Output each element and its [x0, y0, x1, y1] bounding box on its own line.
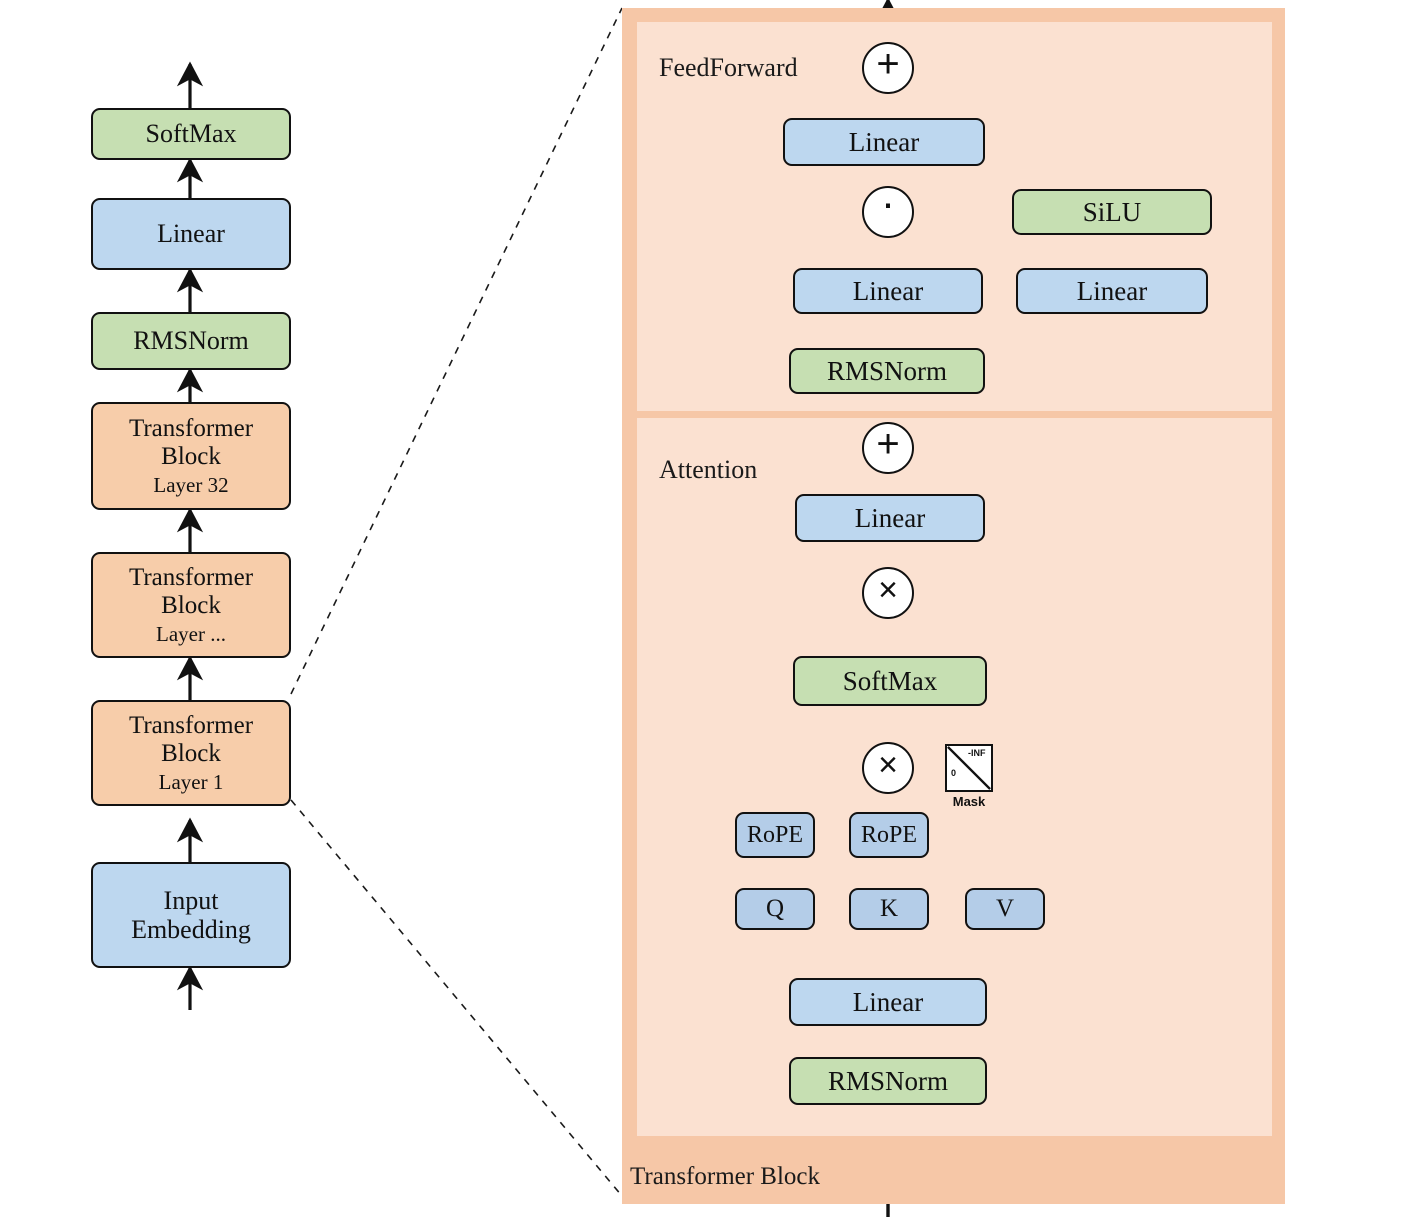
multiply-icon: × [878, 746, 898, 784]
attn-rope-k[interactable]: RoPE [849, 812, 929, 858]
attention-matmul-av-op[interactable]: × [862, 567, 914, 619]
left-node-label: Linear [157, 219, 225, 249]
ff-up-linear[interactable]: Linear [793, 268, 983, 314]
mask-upper-value: -INF [968, 748, 986, 758]
multiply-icon: × [878, 571, 898, 609]
node-label: SiLU [1082, 196, 1142, 227]
node-label: K [879, 895, 899, 922]
attn-v[interactable]: V [965, 888, 1045, 930]
attn-qkv-linear[interactable]: Linear [789, 978, 987, 1026]
left-node-rmsnorm[interactable]: RMSNorm [91, 312, 291, 370]
left-node-sublabel: Layer 1 [158, 769, 224, 794]
feedforward-multiply-op[interactable]: · [862, 182, 914, 238]
attention-matmul-qk-op[interactable]: × [862, 742, 914, 794]
attn-out-linear[interactable]: Linear [795, 494, 985, 542]
node-label: Linear [852, 986, 924, 1017]
mask-caption: Mask [952, 794, 986, 809]
node-label: Q [765, 895, 785, 922]
left-node-linear[interactable]: Linear [91, 198, 291, 270]
attn-rmsnorm[interactable]: RMSNorm [789, 1057, 987, 1105]
node-label: RMSNorm [826, 355, 948, 386]
node-label: Linear [1076, 275, 1148, 306]
ff-out-linear[interactable]: Linear [783, 118, 985, 166]
left-node-label: RMSNorm [133, 326, 249, 356]
ff-gate-linear[interactable]: Linear [1016, 268, 1208, 314]
node-label: V [995, 895, 1015, 922]
left-node-label: Transformer Block [128, 711, 254, 767]
left-node-label: SoftMax [145, 119, 237, 149]
left-node-softmax[interactable]: SoftMax [91, 108, 291, 160]
left-node-input-embedding[interactable]: Input Embedding [91, 862, 291, 968]
mask-icon[interactable] [945, 744, 993, 792]
left-node-sublabel: Layer 32 [153, 472, 229, 497]
node-label: SoftMax [842, 665, 938, 696]
left-node-label: Transformer Block [128, 414, 254, 470]
attn-q[interactable]: Q [735, 888, 815, 930]
ff-rmsnorm[interactable]: RMSNorm [789, 348, 985, 394]
mask-diagonal-icon [947, 746, 991, 790]
plus-icon: + [876, 42, 900, 86]
left-node-transformer-block-32[interactable]: Transformer Block Layer 32 [91, 402, 291, 510]
ff-silu[interactable]: SiLU [1012, 189, 1212, 235]
plus-icon: + [876, 422, 900, 466]
attention-section-label: Attention [659, 455, 758, 484]
left-node-transformer-block-mid[interactable]: Transformer Block Layer ... [91, 552, 291, 658]
left-node-label: Input Embedding [131, 885, 251, 944]
transformer-block-panel-label: Transformer Block [630, 1163, 821, 1190]
attention-add-op[interactable]: + [862, 422, 914, 474]
node-label: Linear [848, 126, 920, 157]
node-label: RoPE [746, 821, 803, 848]
attn-softmax[interactable]: SoftMax [793, 656, 987, 706]
left-node-transformer-block-1[interactable]: Transformer Block Layer 1 [91, 700, 291, 806]
node-label: Linear [852, 275, 924, 306]
attn-rope-q[interactable]: RoPE [735, 812, 815, 858]
node-label: RMSNorm [827, 1065, 949, 1096]
node-label: Linear [854, 502, 926, 533]
node-label: RoPE [860, 821, 917, 848]
feedforward-add-op[interactable]: + [862, 42, 914, 94]
left-node-sublabel: Layer ... [156, 621, 226, 646]
attn-k[interactable]: K [849, 888, 929, 930]
left-node-label: Transformer Block [128, 563, 254, 619]
feedforward-section-label: FeedForward [659, 53, 798, 82]
dot-product-icon: · [881, 179, 895, 226]
mask-lower-value: 0 [951, 768, 957, 778]
